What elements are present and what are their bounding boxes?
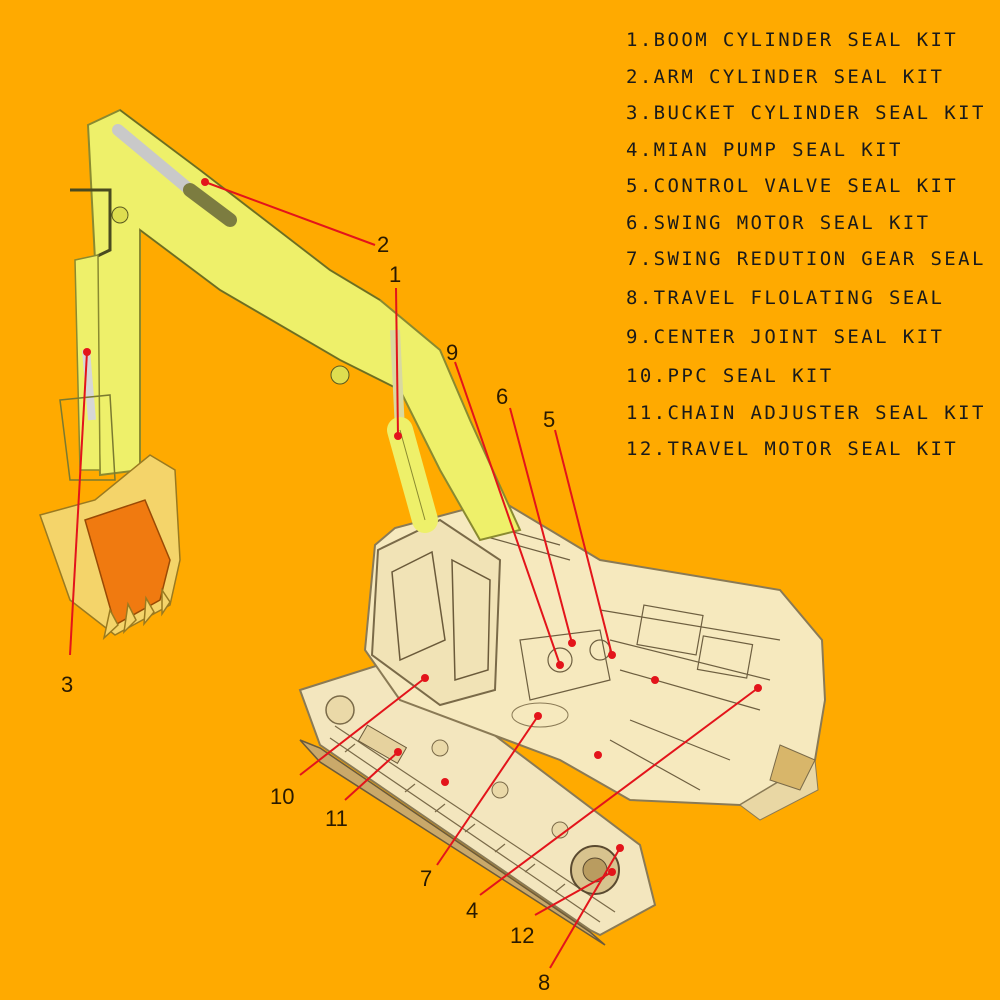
callout-1: 1	[389, 262, 401, 287]
parts-legend: 1.BOOM CYLINDER SEAL KIT 2.ARM CYLINDER …	[626, 30, 986, 476]
callout-labels: 1 2 3 4 5 6 7 8 9 10 11 12	[61, 232, 555, 995]
callout-11: 11	[325, 806, 348, 831]
legend-item: 6.SWING MOTOR SEAL KIT	[626, 211, 931, 234]
boom	[70, 108, 522, 542]
legend-item: 7.SWING REDUTION GEAR SEAL	[626, 248, 986, 270]
legend-item: 12.TRAVEL MOTOR SEAL KIT	[626, 438, 959, 460]
callout-3: 3	[61, 672, 73, 697]
callout-9: 9	[446, 340, 458, 365]
legend-item: 3.BUCKET CYLINDER SEAL KIT	[626, 102, 986, 124]
upper-structure	[363, 498, 827, 821]
legend-item: 4.MIAN PUMP SEAL KIT	[626, 138, 903, 161]
callout-8: 8	[538, 970, 550, 995]
callout-5: 5	[543, 407, 555, 432]
legend-item: 10.PPC SEAL KIT	[626, 365, 834, 387]
callout-6: 6	[496, 384, 508, 409]
callout-dots	[83, 178, 762, 876]
legend-item: 1.BOOM CYLINDER SEAL KIT	[626, 29, 959, 51]
callout-12: 12	[510, 923, 534, 948]
leader-lines	[69, 181, 759, 969]
callout-4: 4	[466, 898, 478, 923]
arm-and-bucket	[39, 254, 181, 641]
legend-item: 9.CENTER JOINT SEAL KIT	[626, 326, 945, 348]
callout-10: 10	[270, 784, 294, 809]
legend-item: 2.ARM CYLINDER SEAL KIT	[626, 65, 945, 88]
legend-item: 11.CHAIN ADJUSTER SEAL KIT	[626, 401, 986, 424]
legend-item: 5.CONTROL VALVE SEAL KIT	[626, 175, 959, 197]
callout-7: 7	[420, 866, 432, 891]
legend-item: 8.TRAVEL FLOLATING SEAL	[626, 287, 945, 309]
callout-2: 2	[377, 232, 389, 257]
